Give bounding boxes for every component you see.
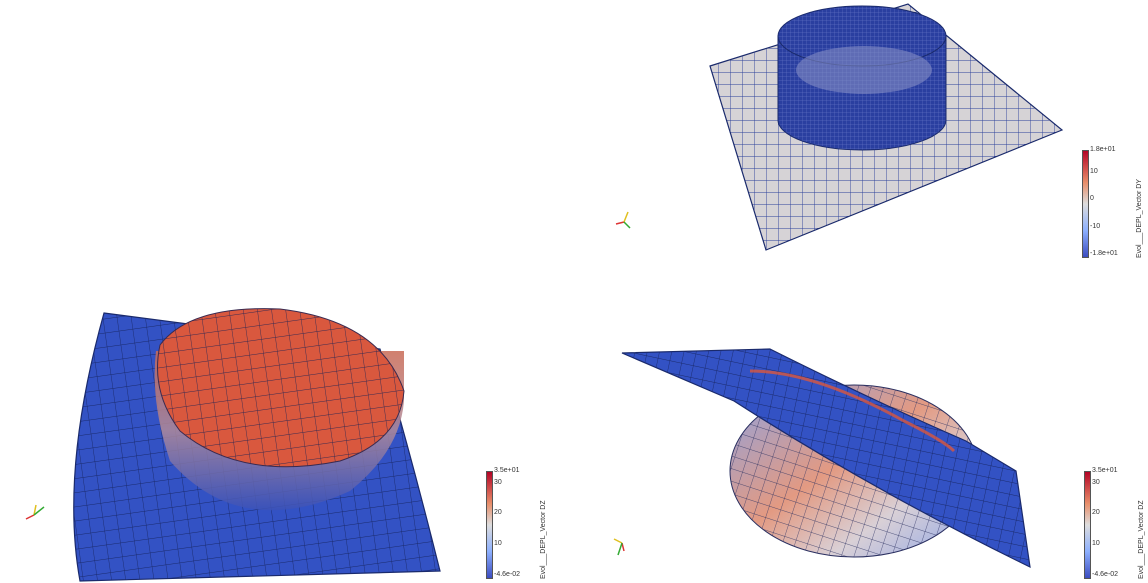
scalar-bar: 1.8e+01 10 0 -10 -1.8e+01 Evol___DEPL_Ve… <box>1082 146 1144 276</box>
scalar-tick: 10 <box>1092 540 1100 547</box>
scalar-tick: 1.8e+01 <box>1090 146 1116 153</box>
orientation-axes-icon <box>610 529 640 559</box>
scalar-tick: -4.6e-02 <box>1092 571 1119 578</box>
viewport-bottom-right[interactable]: 3.5e+01 30 20 10 -4.6e-02 Evol___DEPL_Ve… <box>574 291 1148 583</box>
scalar-tick: 3.5e+01 <box>494 467 520 474</box>
scalar-bar-title: Evol___DEPL_Vector DZ <box>540 500 547 579</box>
orientation-axes-icon <box>22 497 52 527</box>
scalar-bar: 3.5e+01 30 20 10 -4.6e-02 Evol___DEPL_Ve… <box>486 467 548 583</box>
orientation-axes-icon <box>610 206 640 236</box>
viewport-bottom-left[interactable]: 3.5e+01 30 20 10 -4.6e-02 Evol___DEPL_Ve… <box>0 291 574 583</box>
viewport-top-left[interactable] <box>0 0 574 291</box>
color-gradient <box>486 471 493 579</box>
scalar-tick: 3.5e+01 <box>1092 467 1118 474</box>
scalar-tick: -1.8e+01 <box>1090 250 1118 257</box>
blue-plate <box>621 348 1031 569</box>
scalar-tick: 10 <box>494 540 502 547</box>
scalar-tick: 0 <box>1090 195 1094 202</box>
scalar-tick: -4.6e-02 <box>494 571 521 578</box>
color-gradient <box>1084 471 1091 579</box>
scalar-tick: 20 <box>1092 509 1100 516</box>
scalar-tick: -10 <box>1090 223 1101 230</box>
cylinder-wall <box>777 5 947 151</box>
color-gradient <box>1082 150 1089 258</box>
scalar-tick: 10 <box>1090 168 1098 175</box>
deformed-plate-model <box>73 308 441 582</box>
dome-top <box>157 308 405 468</box>
plate-cylinder-model <box>709 3 1064 251</box>
scalar-tick: 20 <box>494 509 502 516</box>
deformed-plate-side-model <box>621 348 1031 569</box>
scalar-tick: 30 <box>1092 479 1100 486</box>
scalar-bar: 3.5e+01 30 20 10 -4.6e-02 Evol___DEPL_Ve… <box>1084 467 1146 583</box>
scalar-bar-title: Evol___DEPL_Vector DY <box>1136 179 1143 258</box>
viewport-top-right[interactable]: 1.8e+01 10 0 -10 -1.8e+01 Evol___DEPL_Ve… <box>574 0 1148 291</box>
scalar-tick: 30 <box>494 479 502 486</box>
scalar-bar-title: Evol___DEPL_Vector DZ <box>1138 500 1145 579</box>
